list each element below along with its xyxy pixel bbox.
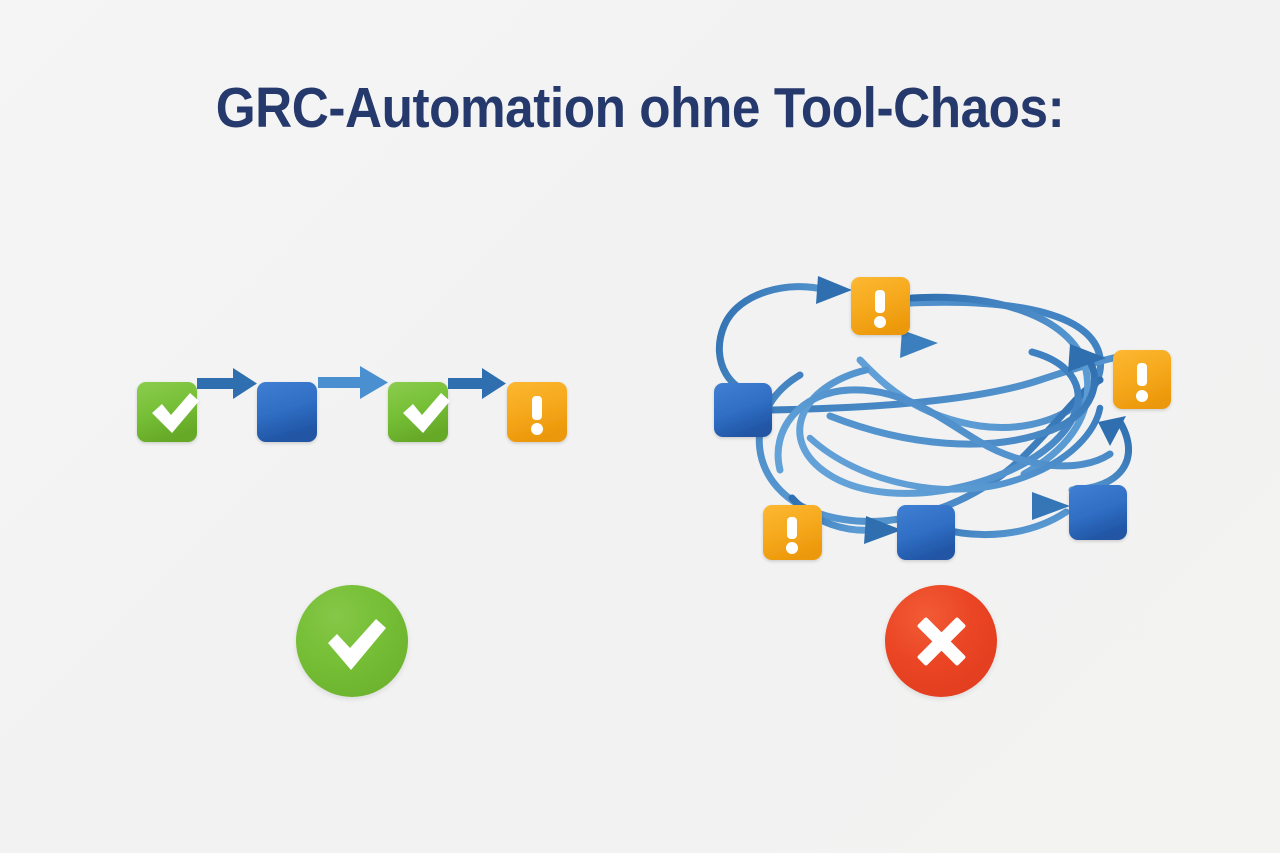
- chaos-arrowhead-2: [900, 330, 938, 358]
- good-arrow-1: [197, 368, 257, 399]
- good-flow-panel: [90, 240, 620, 590]
- good-node-check-1[interactable]: [137, 382, 199, 442]
- chaos-node-alert-top[interactable]: [851, 277, 910, 335]
- chaos-connector-6: [908, 293, 1092, 478]
- chaos-node-alert-right[interactable]: [1113, 350, 1171, 409]
- page-title: GRC-Automation ohne Tool-Chaos:: [215, 76, 1065, 140]
- check-circle-icon: [328, 619, 386, 670]
- chaos-node-process-bottom[interactable]: [897, 505, 955, 560]
- chaos-arrowhead-6: [1032, 492, 1070, 520]
- chaos-connector-12: [806, 404, 1104, 493]
- chaos-node-process-right[interactable]: [1069, 485, 1127, 540]
- chaos-arrowhead-3: [1068, 344, 1106, 372]
- good-flow-diagram: [137, 366, 567, 442]
- good-node-process-1[interactable]: [257, 382, 317, 442]
- verdict-bad-badge: [885, 585, 997, 697]
- good-node-alert-1[interactable]: [507, 382, 567, 442]
- chaos-node-process-left[interactable]: [714, 383, 772, 437]
- good-arrow-3: [448, 368, 506, 399]
- blank-box-icon: [714, 383, 772, 437]
- chaos-connector-10: [934, 508, 1070, 539]
- x-circle-icon: [917, 617, 966, 666]
- chaos-arrowhead-1: [816, 276, 852, 304]
- chaos-arrowhead-4: [1098, 416, 1126, 446]
- check-icon: [403, 393, 450, 433]
- chaos-arrowheads: [816, 276, 1126, 544]
- verdict-good-badge: [296, 585, 408, 697]
- good-arrow-2: [318, 366, 388, 399]
- chaos-flow-diagram: [714, 276, 1171, 560]
- chaos-arrowhead-5: [864, 516, 902, 544]
- exclamation-icon: [531, 396, 543, 435]
- blank-box-icon: [1069, 485, 1127, 540]
- blank-box-icon: [897, 505, 955, 560]
- chaos-connector-7: [826, 358, 1099, 448]
- good-node-check-2[interactable]: [388, 382, 450, 442]
- exclamation-icon: [1136, 363, 1148, 402]
- exclamation-icon: [874, 290, 886, 328]
- chaos-flow-panel: [680, 240, 1220, 590]
- chaos-connector-1: [715, 283, 830, 401]
- chaos-node-alert-bottom[interactable]: [763, 505, 822, 560]
- check-icon: [152, 393, 199, 433]
- exclamation-icon: [786, 517, 798, 554]
- blank-box-icon: [257, 382, 317, 442]
